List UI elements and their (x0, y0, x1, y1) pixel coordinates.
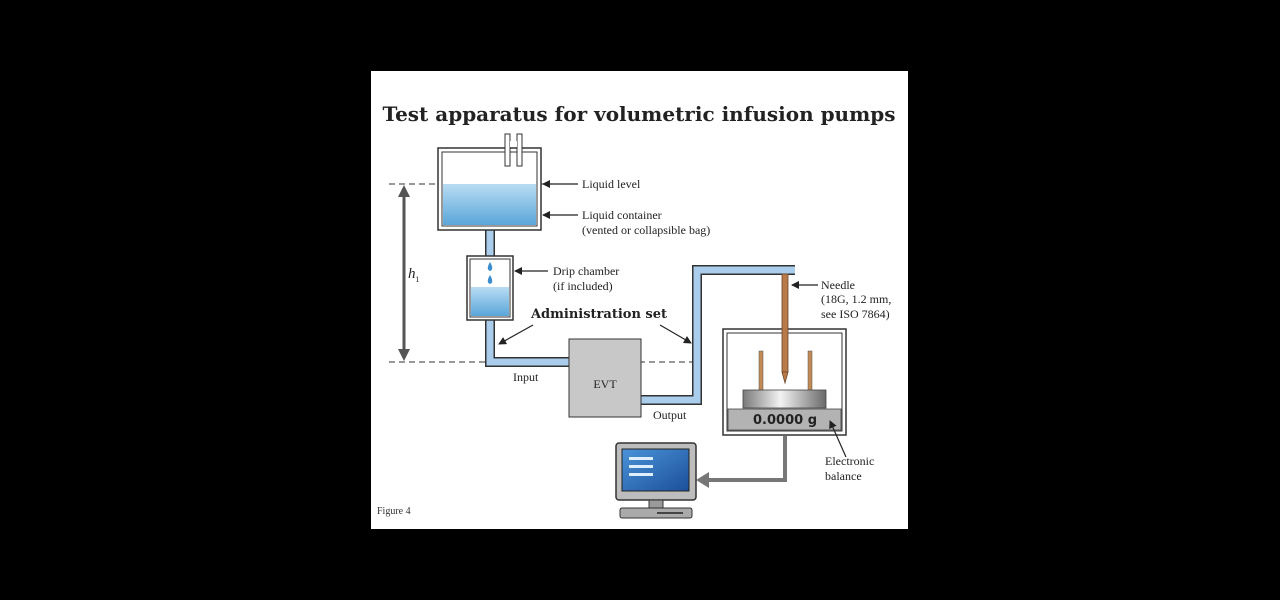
height-dimension-arrow (398, 185, 410, 361)
electronic-balance-label: Electronic (825, 454, 874, 468)
output-label: Output (653, 408, 687, 422)
balance-weight (742, 389, 827, 409)
liquid-container-label: Liquid container (582, 208, 662, 222)
evt-box: EVT (568, 338, 642, 418)
liquid-container (437, 133, 542, 231)
input-label: Input (513, 370, 539, 384)
cable-arrow (696, 472, 709, 488)
evt-label: EVT (593, 377, 617, 391)
administration-set-label: Administration set (530, 307, 667, 322)
figure-panel: Test apparatus for volumetric infusion p… (371, 71, 908, 529)
drip-chamber-sublabel: (if included) (553, 279, 613, 293)
drip-drop-icon (487, 262, 493, 271)
electronic-balance-sublabel: balance (825, 469, 862, 483)
needle-label: Needle (821, 278, 855, 292)
pointer-arrows (498, 180, 847, 458)
balance-reading: 0.0000 g (753, 413, 817, 428)
balance-display (727, 408, 842, 431)
tubing (485, 229, 795, 405)
drip-chamber (466, 255, 514, 321)
diagram-title: Test apparatus for volumetric infusion p… (382, 102, 895, 126)
apparatus-diagram: Test apparatus for volumetric infusion p… (377, 102, 896, 519)
drip-chamber-label: Drip chamber (553, 264, 619, 278)
liquid-container-sublabel: (vented or collapsible bag) (582, 223, 710, 237)
needle-spec-line1: (18G, 1.2 mm, (821, 292, 891, 306)
figure-number: Figure 4 (377, 506, 411, 517)
data-cable (705, 436, 787, 482)
monitor-icon (615, 442, 697, 519)
needle-icon (781, 273, 789, 385)
needle-spec-line2: see ISO 7864) (821, 307, 890, 321)
drip-drop-icon (487, 275, 493, 284)
liquid-level-label: Liquid level (582, 177, 641, 191)
height-label: h1 (408, 266, 420, 284)
